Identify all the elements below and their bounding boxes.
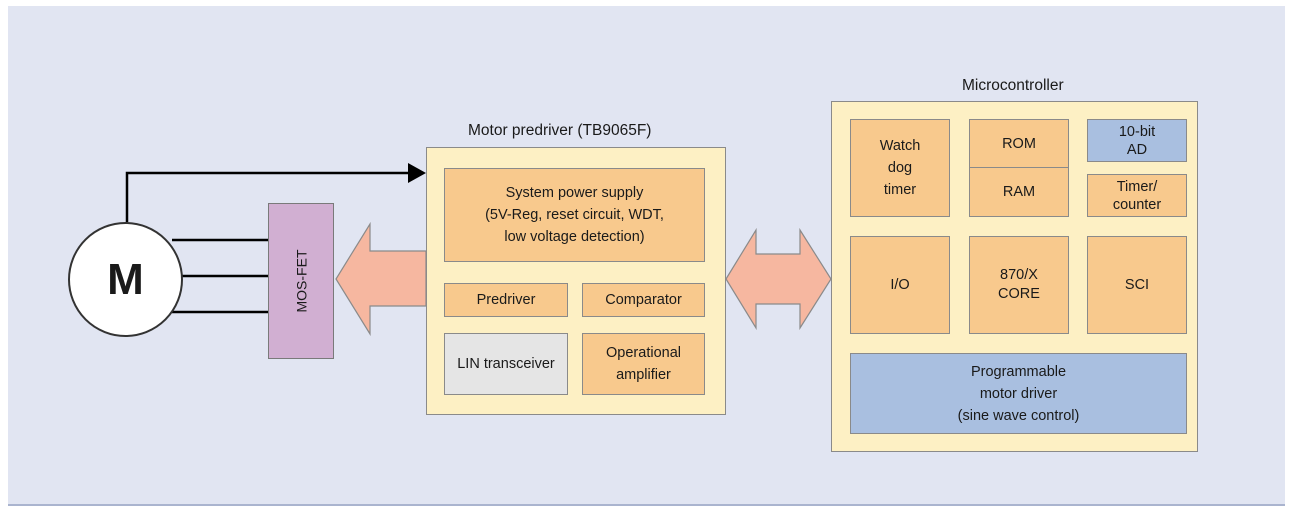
- microcontroller-title: Microcontroller: [962, 77, 1064, 94]
- rom-block: ROM: [969, 119, 1069, 168]
- predriver-title: Motor predriver (TB9065F): [468, 122, 652, 139]
- feedback-line: [125, 171, 408, 222]
- adc-block: 10-bit AD: [1087, 119, 1187, 162]
- lin-transceiver-block: LIN transceiver: [444, 333, 568, 395]
- drive-arrow: [335, 221, 427, 337]
- programmable-motor-driver-block: Programmable motor driver (sine wave con…: [850, 353, 1187, 434]
- feedback-arrowhead: [408, 163, 426, 183]
- motor-label: M: [107, 254, 144, 304]
- bus-arrow: [725, 227, 832, 331]
- cpu-core-block: 870/X CORE: [969, 236, 1069, 334]
- ram-block: RAM: [969, 167, 1069, 217]
- timer-counter-block: Timer/ counter: [1087, 174, 1187, 217]
- operational-amplifier-block: Operational amplifier: [582, 333, 705, 395]
- io-block: I/O: [850, 236, 950, 334]
- system-power-supply-block: System power supply (5V-Reg, reset circu…: [444, 168, 705, 262]
- sci-block: SCI: [1087, 236, 1187, 334]
- mosfet-block: MOS-FET: [268, 203, 334, 359]
- predriver-subblock: Predriver: [444, 283, 568, 317]
- motor-symbol: M: [68, 222, 183, 337]
- comparator-block: Comparator: [582, 283, 705, 317]
- watchdog-timer-block: Watch dog timer: [850, 119, 950, 217]
- mosfet-label: MOS-FET: [293, 249, 309, 313]
